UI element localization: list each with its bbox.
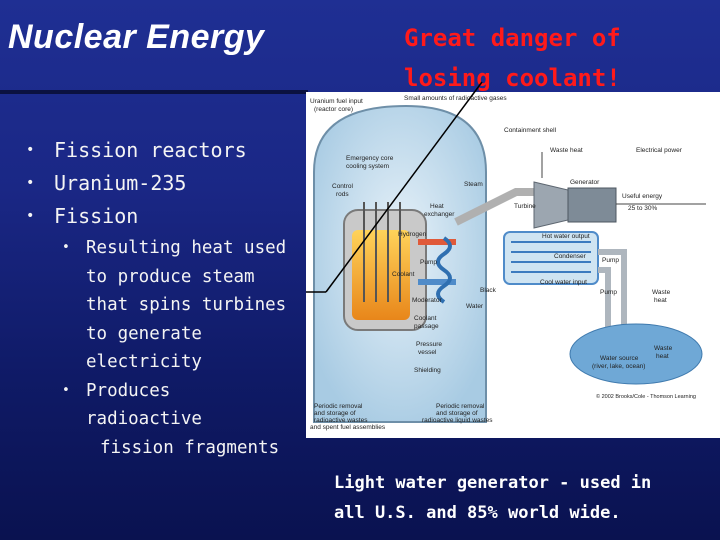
slide-title: Nuclear Energy: [8, 18, 265, 56]
label-periodic-2: Periodic removal: [436, 403, 485, 410]
turbine: [533, 181, 569, 229]
label-water-source-2: (river, lake, ocean): [592, 363, 645, 370]
label-heat-exchanger-2: exchanger: [424, 211, 455, 218]
coolant-warning: Great danger of losing coolant!: [404, 18, 704, 98]
label-containment-shell: Containment shell: [504, 127, 557, 134]
label-pump-3: Pump: [600, 289, 617, 296]
main-bullet-list: Fission reactors Uranium-235 Fission: [26, 134, 247, 233]
label-generator: Generator: [570, 179, 600, 186]
label-pump-2: Pump: [602, 257, 619, 264]
caption-line-2: all U.S. and 85% world wide.: [334, 503, 621, 523]
label-hydrogen: Hydrogen: [398, 231, 427, 238]
label-waste-heat-3b: heat: [656, 353, 669, 360]
label-gases: Small amounts of radioactive gases: [404, 95, 507, 102]
label-fuel-input-2: (reactor core): [314, 106, 353, 113]
sub-bullet-radioactive: Produces radioactive fission fragments: [62, 377, 308, 463]
label-control-rods-2: rods: [336, 191, 349, 198]
label-steam: Steam: [464, 181, 483, 188]
label-condenser: Condenser: [554, 253, 587, 260]
coolant-warning-line-1: Great danger of: [404, 24, 621, 52]
generator: [567, 187, 617, 223]
reactor-diagram: Uranium fuel input (reactor core) Small …: [306, 92, 720, 438]
sub-bullet-heat: Resulting heat used to produce steam tha…: [62, 234, 308, 377]
label-copyright: © 2002 Brooks/Cole - Thomson Learning: [596, 393, 696, 400]
label-waste-heat-2: Waste: [652, 289, 671, 296]
label-emergency-cooling: Emergency core: [346, 155, 394, 162]
label-pressure-vessel: Pressure: [416, 341, 442, 348]
condenser-coil: [511, 241, 591, 273]
label-waste-heat-3: Waste: [654, 345, 673, 352]
label-water-source: Water source: [600, 355, 639, 362]
label-periodic-1: Periodic removal: [314, 403, 363, 410]
bullet-fission: Fission: [26, 200, 247, 233]
sub-bullet-list: Resulting heat used to produce steam tha…: [62, 234, 308, 462]
sub-bullet-heat-line: to produce steam: [86, 266, 255, 287]
label-black: Black: [480, 287, 497, 294]
bullet-fission-reactors: Fission reactors: [26, 134, 247, 167]
sub-bullet-heat-line: that spins turbines: [86, 295, 287, 315]
sub-bullet-heat-line: to generate: [86, 323, 202, 344]
label-electrical-power: Electrical power: [636, 147, 683, 154]
label-periodic-1b: and storage of: [314, 410, 356, 417]
label-heat-exchanger: Heat: [430, 203, 444, 210]
slide-caption: Light water generator - used in all U.S.…: [334, 468, 704, 528]
bullet-uranium-235: Uranium-235: [26, 167, 247, 200]
label-turbine: Turbine: [514, 203, 536, 210]
label-fuel-input: Uranium fuel input: [310, 98, 363, 105]
sub-bullet-heat-line: electricity: [86, 352, 202, 372]
label-hot-water: Hot water output: [542, 233, 590, 240]
label-cool-water: Cool water input: [540, 279, 587, 286]
title-underline: [0, 90, 308, 94]
label-coolant-passage: Coolant: [414, 315, 437, 322]
label-waste-heat: Waste heat: [550, 147, 583, 154]
label-control-rods: Control: [332, 183, 354, 190]
label-waste-heat-2b: heat: [654, 297, 667, 304]
sub-bullet-radioactive-line: radioactive: [86, 409, 202, 429]
label-periodic-2c: radioactive liquid wastes: [422, 417, 493, 424]
label-moderator: Moderator: [412, 297, 442, 304]
label-coolant-passage-2: passage: [414, 323, 439, 330]
label-emergency-cooling-2: cooling system: [346, 163, 389, 170]
sub-bullet-radioactive-line: Produces: [86, 380, 171, 401]
label-shielding: Shielding: [414, 367, 441, 374]
label-pump-1: Pump: [420, 259, 437, 266]
return-water-pipe: [598, 267, 611, 330]
water-source: [569, 323, 703, 385]
label-periodic-2b: and storage of: [436, 410, 478, 417]
label-periodic-1d: and spent fuel assemblies: [310, 424, 386, 431]
label-periodic-1c: radioactive wastes: [314, 417, 368, 424]
label-useful-energy-2: 25 to 30%: [628, 205, 657, 212]
label-useful-energy: Useful energy: [622, 193, 663, 200]
sub-bullet-radioactive-line: fission fragments: [100, 437, 280, 458]
label-water: Water: [466, 303, 484, 310]
sub-bullet-heat-line: Resulting heat used: [86, 238, 287, 258]
label-coolant: Coolant: [392, 271, 415, 278]
caption-line-1: Light water generator - used in: [334, 473, 652, 493]
cooling-water-pipe: [598, 249, 627, 330]
reactor-diagram-svg: Uranium fuel input (reactor core) Small …: [310, 95, 706, 431]
label-pressure-vessel-2: vessel: [418, 349, 437, 356]
